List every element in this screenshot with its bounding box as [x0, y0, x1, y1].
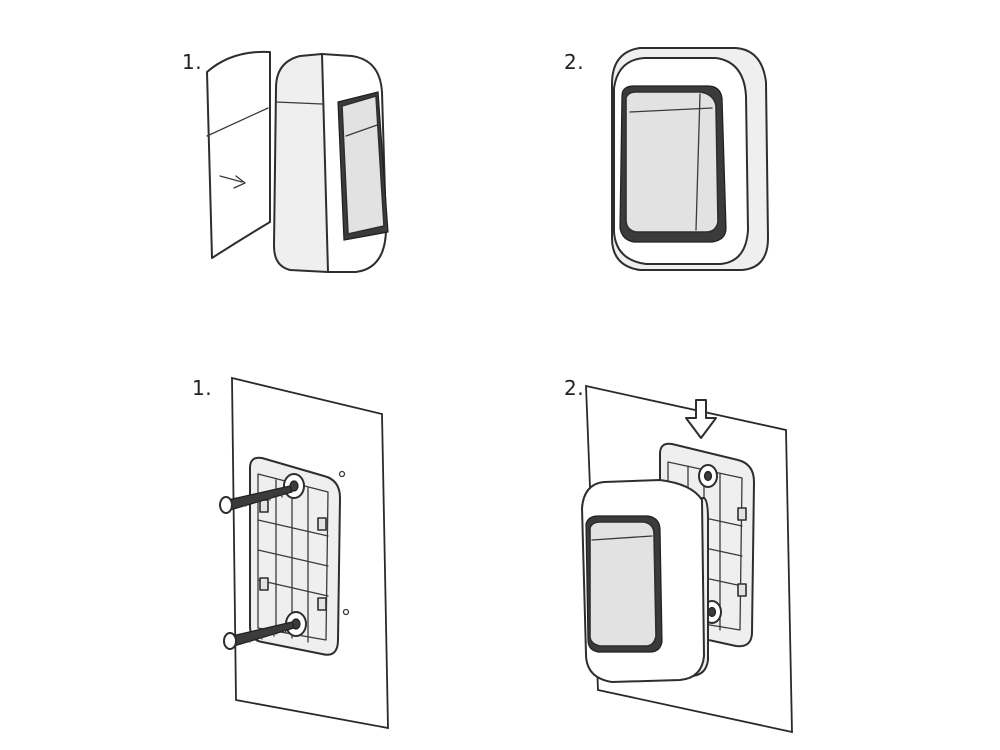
step-label-top-right: 2.	[564, 50, 585, 74]
screw-bottom-icon	[223, 621, 295, 650]
step-label-bottom-right: 2.	[564, 376, 585, 400]
protective-film	[206, 50, 271, 259]
slide-down-arrow-icon	[685, 399, 717, 439]
rocker-button	[589, 521, 657, 647]
switch-housing-side	[273, 53, 331, 273]
film-peeling-illustration	[206, 50, 389, 273]
switch-mounting-illustration	[581, 384, 793, 734]
peel-arrow-icon	[219, 175, 246, 189]
screw-top-icon	[219, 485, 293, 514]
mounting-plate-installation	[219, 376, 389, 730]
switch-front-illustration	[611, 47, 769, 271]
rocker-button	[625, 91, 719, 233]
step-label-top-left: 1.	[182, 50, 203, 74]
rocker-button	[341, 95, 385, 235]
step-label-bottom-left: 1.	[192, 376, 213, 400]
